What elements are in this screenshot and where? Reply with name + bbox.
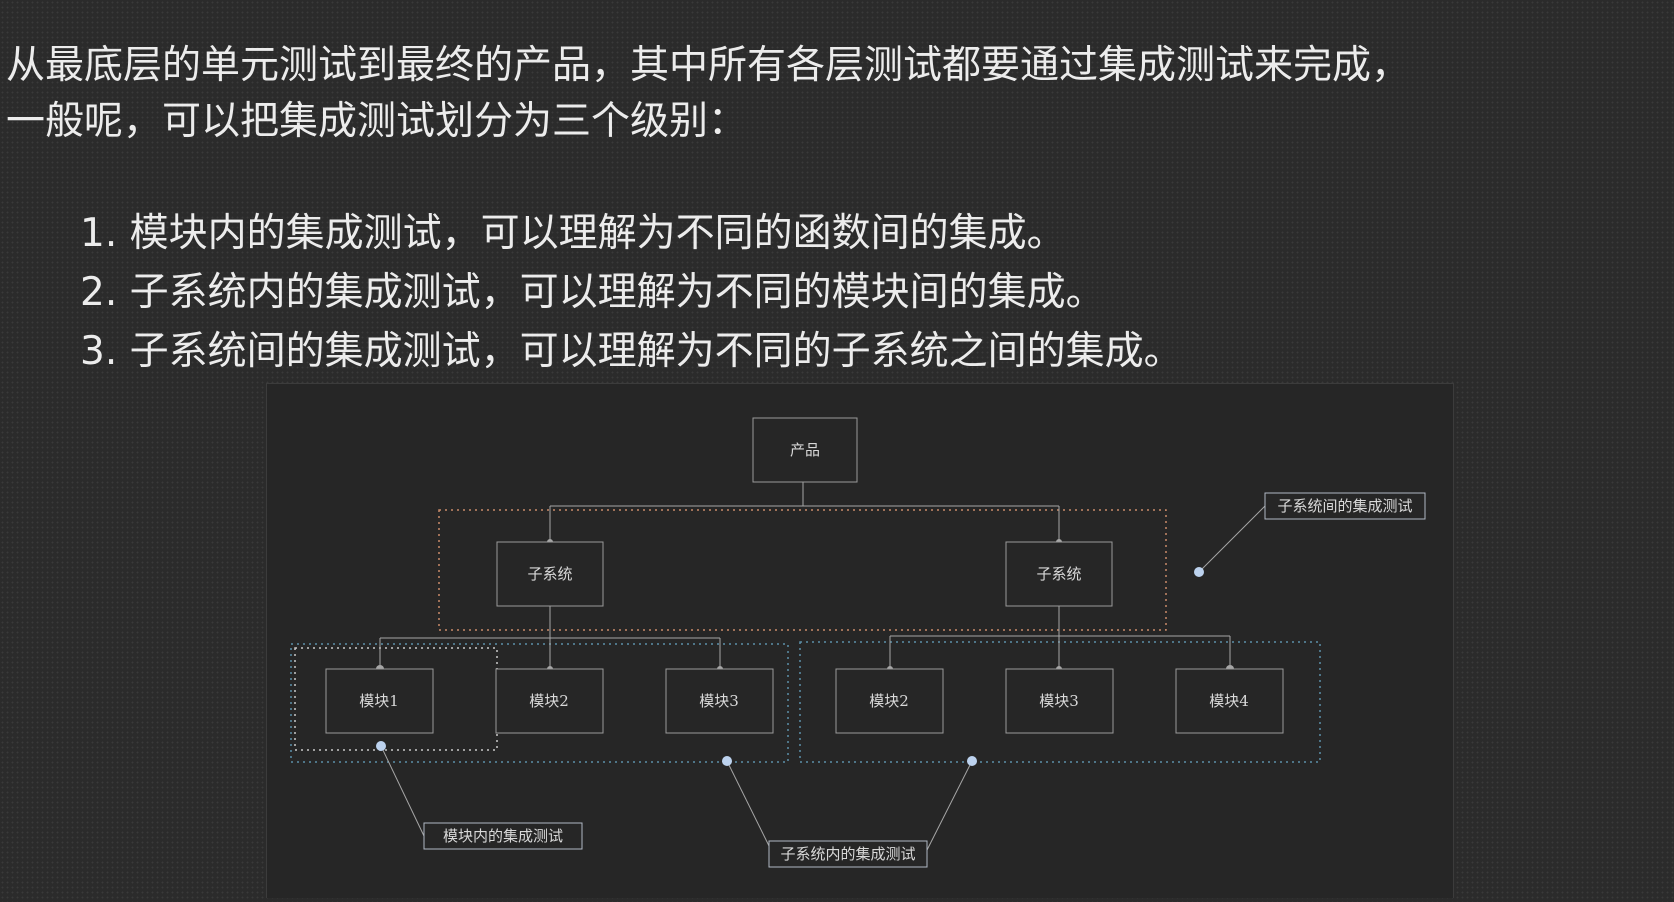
integration-diagram: 产品 子系统 子系统 模块1 模块2 模块3 模块2 bbox=[290, 417, 1426, 868]
module-node: 模块3 bbox=[1005, 668, 1114, 734]
subsystem-node: 子系统 bbox=[1005, 541, 1113, 607]
subsystem-node: 子系统 bbox=[496, 541, 604, 607]
intro-line-2: 一般呢，可以把集成测试划分为三个级别： bbox=[6, 99, 748, 144]
intro-paragraph: 从最底层的单元测试到最终的产品，其中所有各层测试都要通过集成测试来完成， 一般呢… bbox=[6, 38, 1671, 150]
module-node: 模块2 bbox=[495, 668, 604, 734]
subsystem-label: 子系统 bbox=[527, 565, 572, 583]
callout-label: 模块内的集成测试 bbox=[443, 827, 563, 845]
module-label: 模块4 bbox=[1209, 692, 1249, 710]
module-label: 模块3 bbox=[1039, 692, 1079, 710]
intro-line-1: 从最底层的单元测试到最终的产品，其中所有各层测试都要通过集成测试来完成， bbox=[6, 43, 1411, 88]
module-node: 模块4 bbox=[1175, 668, 1284, 734]
subsystem-label: 子系统 bbox=[1036, 565, 1081, 583]
module-label: 模块3 bbox=[699, 692, 739, 710]
integration-levels-list: 1. 模块内的集成测试，可以理解为不同的函数间的集成。 2. 子系统内的集成测试… bbox=[80, 204, 1183, 381]
level-item: 2. 子系统内的集成测试，可以理解为不同的模块间的集成。 bbox=[80, 270, 1105, 315]
diagram-panel: 产品 子系统 子系统 模块1 模块2 模块3 模块2 bbox=[266, 383, 1454, 898]
module-node: 模块3 bbox=[665, 668, 774, 734]
module-label: 模块2 bbox=[529, 692, 569, 710]
callout-label: 子系统内的集成测试 bbox=[780, 845, 915, 863]
product-label: 产品 bbox=[790, 441, 820, 459]
product-node: 产品 bbox=[752, 417, 858, 483]
module-node: 模块2 bbox=[835, 668, 944, 734]
level-item: 1. 模块内的集成测试，可以理解为不同的函数间的集成。 bbox=[80, 211, 1066, 256]
callout-between-subsystems: 子系统间的集成测试 bbox=[1194, 492, 1426, 577]
level-item: 3. 子系统间的集成测试，可以理解为不同的子系统之间的集成。 bbox=[80, 329, 1183, 374]
callout-within-module: 模块内的集成测试 bbox=[376, 741, 583, 850]
callout-label: 子系统间的集成测试 bbox=[1277, 497, 1412, 515]
callout-within-subsystem: 子系统内的集成测试 bbox=[722, 756, 977, 868]
left-subsystem-module-region bbox=[290, 643, 789, 763]
module-label: 模块2 bbox=[869, 692, 909, 710]
module-label: 模块1 bbox=[359, 692, 399, 710]
module-node: 模块1 bbox=[325, 668, 434, 734]
right-subsystem-module-region bbox=[799, 641, 1321, 763]
subsystem-integration-region bbox=[438, 509, 1167, 631]
